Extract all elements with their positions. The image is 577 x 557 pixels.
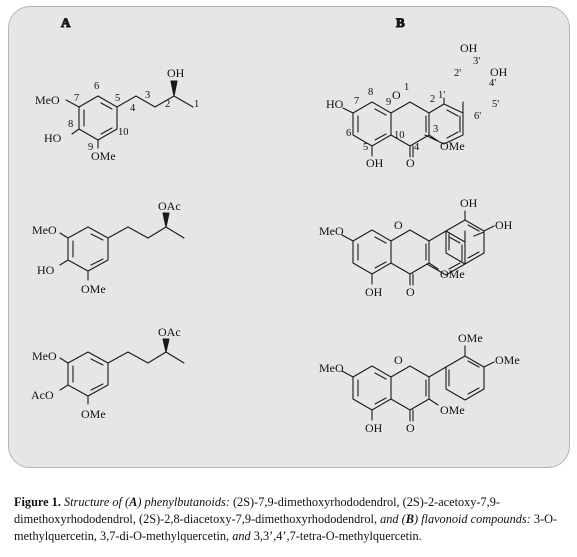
panel-label-b: B <box>396 15 405 30</box>
compound-a2: OAc MeO HO OMe <box>32 199 185 296</box>
svg-text:OH: OH <box>365 285 383 299</box>
svg-text:O: O <box>406 156 415 170</box>
svg-text:9: 9 <box>88 142 93 153</box>
svg-text:2: 2 <box>165 99 170 110</box>
b3-bonds <box>341 345 495 422</box>
svg-text:HO: HO <box>44 131 62 145</box>
svg-text:OH: OH <box>366 156 384 170</box>
svg-text:1': 1' <box>438 90 445 101</box>
svg-text:OH: OH <box>365 421 383 435</box>
figure-panel <box>8 6 570 468</box>
a1-wedge-oh <box>170 80 178 97</box>
svg-text:MeO: MeO <box>32 349 57 363</box>
svg-text:MeO: MeO <box>319 224 344 238</box>
compound-b2: MeO O OH OH OMe OH O <box>319 196 513 299</box>
svg-text:OMe: OMe <box>440 267 465 281</box>
figure-number: Figure 1. <box>14 495 61 509</box>
svg-text:OMe: OMe <box>91 149 116 163</box>
svg-text:7: 7 <box>74 93 79 104</box>
svg-text:10: 10 <box>118 127 129 138</box>
svg-text:HO: HO <box>326 97 344 111</box>
svg-text:4': 4' <box>489 78 496 89</box>
a2-wedge-oac <box>162 212 170 228</box>
b1-bonds <box>342 97 464 158</box>
svg-text:O: O <box>392 88 401 102</box>
a2-labels: OAc MeO HO OMe <box>32 199 181 296</box>
svg-text:4: 4 <box>130 103 136 114</box>
svg-text:OH: OH <box>490 65 508 79</box>
svg-text:OH: OH <box>167 66 185 80</box>
svg-text:OMe: OMe <box>495 353 520 367</box>
svg-text:O: O <box>394 353 403 367</box>
structure-diagrams: A B OH MeO HO OMe 1 2 3 4 5 6 7 8 9 10 O… <box>31 14 520 435</box>
svg-text:6: 6 <box>346 128 351 139</box>
b2-ring-b <box>445 219 485 265</box>
svg-text:O: O <box>406 285 415 299</box>
svg-text:MeO: MeO <box>319 361 344 375</box>
svg-text:MeO: MeO <box>32 223 57 237</box>
svg-text:1: 1 <box>194 99 199 110</box>
svg-text:9: 9 <box>386 97 391 108</box>
svg-text:OH: OH <box>495 218 513 232</box>
svg-text:OMe: OMe <box>458 331 483 345</box>
compound-a3: OAc MeO AcO OMe <box>31 325 185 421</box>
svg-text:7: 7 <box>354 96 359 107</box>
svg-text:AcO: AcO <box>31 388 54 402</box>
svg-text:3: 3 <box>433 124 438 135</box>
svg-text:8: 8 <box>68 119 73 130</box>
svg-text:5: 5 <box>363 142 368 153</box>
svg-text:O: O <box>394 218 403 232</box>
svg-text:10: 10 <box>394 130 405 141</box>
svg-text:4: 4 <box>414 142 420 153</box>
svg-text:6': 6' <box>474 111 481 122</box>
svg-text:OMe: OMe <box>81 407 106 421</box>
a1-bonds <box>65 95 194 149</box>
svg-text:2': 2' <box>454 68 461 79</box>
svg-text:OH: OH <box>460 196 478 210</box>
a3-labels: OAc MeO AcO OMe <box>31 325 181 421</box>
svg-text:HO: HO <box>37 263 55 277</box>
a1-labels: OH MeO HO OMe 1 2 3 4 5 6 7 8 9 10 <box>35 66 199 163</box>
svg-text:5': 5' <box>492 99 499 110</box>
figure-caption: Figure 1. Structure of (A) phenylbutanoi… <box>14 495 558 543</box>
svg-text:OMe: OMe <box>81 282 106 296</box>
svg-text:3: 3 <box>145 90 150 101</box>
compound-b1: HO O OH OH OMe OH O 1 2 3 4 5 6 7 8 9 10… <box>326 41 508 170</box>
svg-text:6: 6 <box>94 81 99 92</box>
svg-text:2: 2 <box>430 94 435 105</box>
svg-text:O: O <box>406 421 415 435</box>
svg-text:OMe: OMe <box>440 403 465 417</box>
b2-bonds <box>341 229 485 286</box>
svg-text:OH: OH <box>460 41 478 55</box>
svg-text:3': 3' <box>473 56 480 67</box>
svg-text:8: 8 <box>368 87 373 98</box>
svg-text:MeO: MeO <box>35 93 60 107</box>
compound-b3: MeO O OMe OMe OMe OH O <box>319 331 520 435</box>
panel-label-a: A <box>61 15 71 30</box>
b3-labels: MeO O OMe OMe OMe OH O <box>319 331 520 435</box>
a3-wedge-oac <box>162 338 170 353</box>
a2-bonds <box>59 226 185 281</box>
b1-labels: HO O OH OH OMe OH O 1 2 3 4 5 6 7 8 9 10… <box>326 41 508 170</box>
svg-text:OAc: OAc <box>158 325 181 339</box>
compound-a1: OH MeO HO OMe 1 2 3 4 5 6 7 8 9 10 <box>35 66 199 163</box>
svg-text:1: 1 <box>404 82 409 93</box>
svg-text:5: 5 <box>115 93 120 104</box>
a3-bonds <box>59 351 185 405</box>
b2-labels: MeO O OH OH OMe OH O <box>319 196 513 299</box>
svg-text:OAc: OAc <box>158 199 181 213</box>
svg-text:OMe: OMe <box>440 139 465 153</box>
